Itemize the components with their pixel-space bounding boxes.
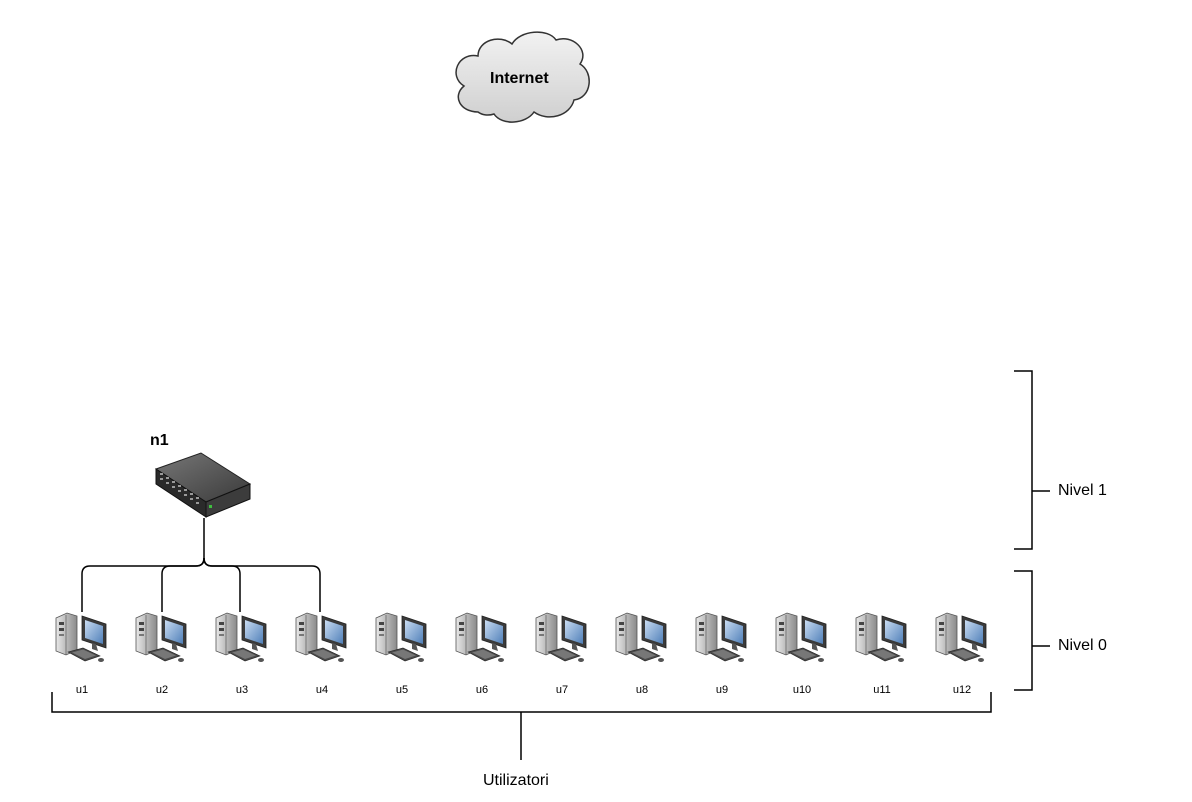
computer-label: u7 (555, 684, 569, 696)
computer-label: u4 (315, 684, 329, 696)
level-1-label: Nivel 1 (1058, 482, 1107, 499)
computer-label: u9 (715, 684, 729, 696)
network-switch-icon (154, 452, 252, 518)
computer-label: u5 (395, 684, 409, 696)
level-0-bracket (1014, 570, 1050, 691)
computer-icon (455, 612, 507, 663)
computer-icon (375, 612, 427, 663)
switch-label: n1 (150, 432, 169, 449)
computer-icon (615, 612, 667, 663)
computer-row (55, 612, 987, 663)
computer-icon (215, 612, 267, 663)
computer-label: u12 (952, 684, 972, 696)
computer-label: u1 (75, 684, 89, 696)
computer-icon (935, 612, 987, 663)
internet-label: Internet (490, 70, 549, 87)
computer-icon (55, 612, 107, 663)
level-0-label: Nivel 0 (1058, 637, 1107, 654)
computer-label: u6 (475, 684, 489, 696)
internet-cloud (455, 31, 590, 123)
computer-label: u8 (635, 684, 649, 696)
computer-icon (135, 612, 187, 663)
computer-label: u3 (235, 684, 249, 696)
computer-label: u11 (873, 684, 891, 696)
computer-label: u10 (792, 684, 812, 696)
switch-connections (81, 518, 321, 612)
computer-label: u2 (155, 684, 169, 696)
cloud-icon (455, 31, 590, 123)
level-1-bracket (1014, 370, 1050, 550)
users-bracket (51, 692, 992, 760)
computer-icon (695, 612, 747, 663)
computer-icon (535, 612, 587, 663)
computer-icon (855, 612, 907, 663)
users-label: Utilizatori (483, 772, 549, 789)
computer-icon (775, 612, 827, 663)
computer-icon (295, 612, 347, 663)
